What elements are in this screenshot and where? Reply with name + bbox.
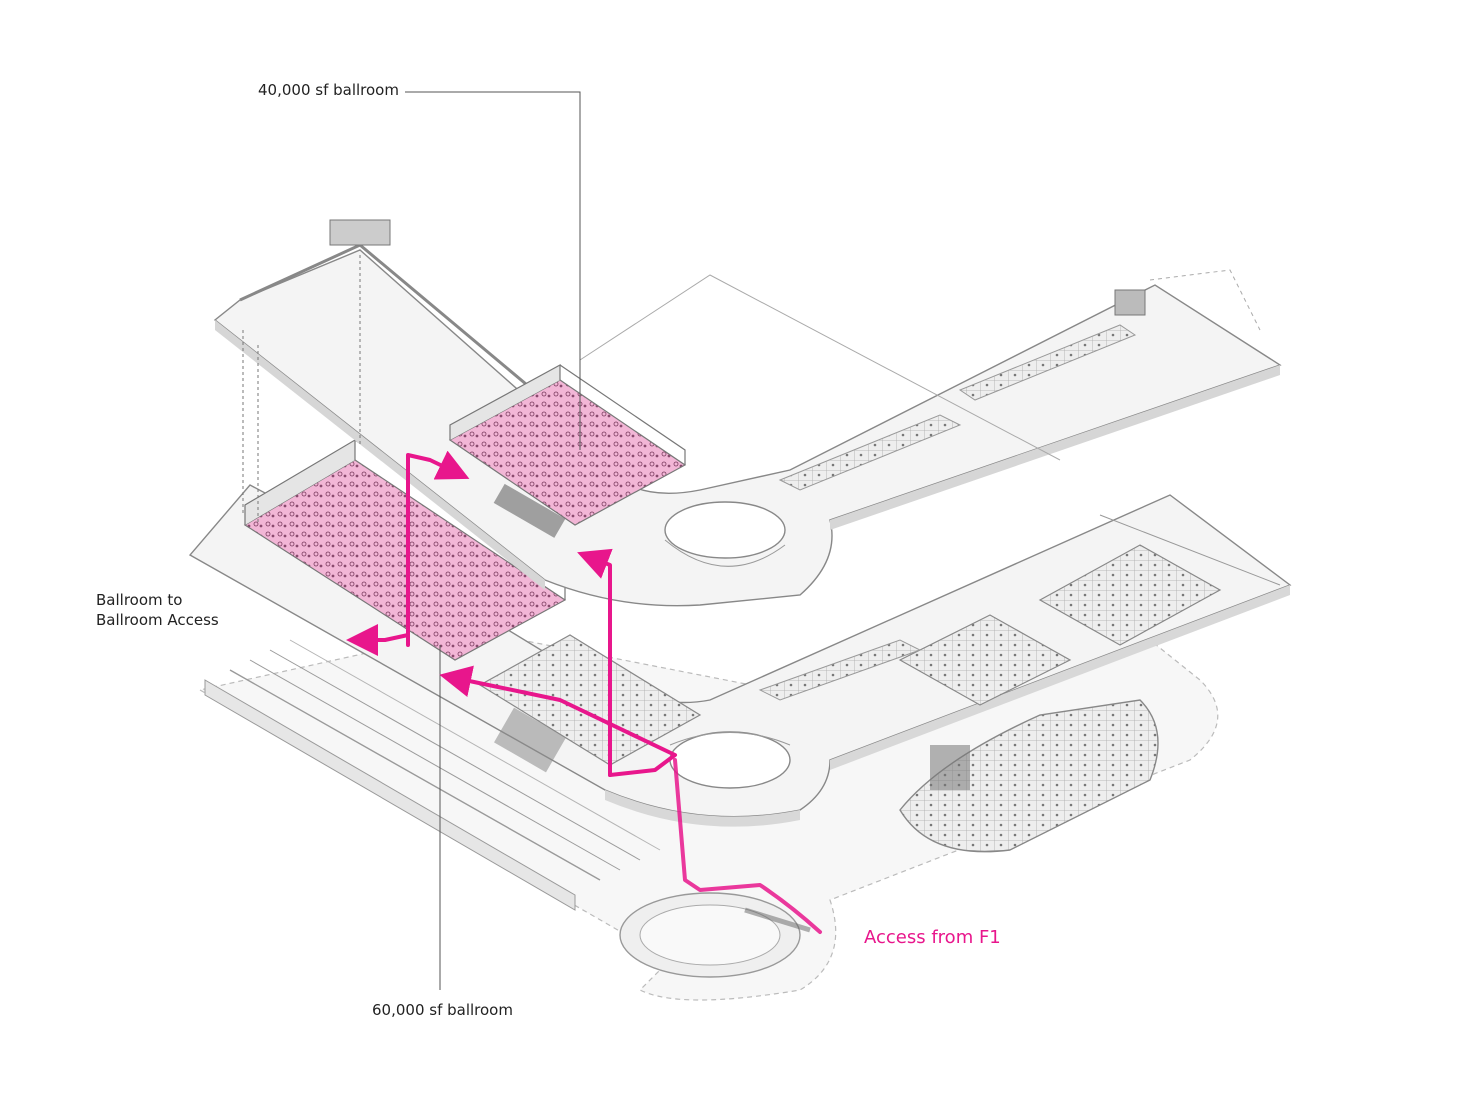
leader-lines bbox=[405, 91, 581, 990]
level-upper bbox=[213, 219, 1282, 607]
label-b2b-line1: Ballroom to bbox=[96, 591, 183, 609]
level-middle bbox=[188, 438, 1292, 827]
circulation-route bbox=[346, 450, 822, 934]
label-40k-ballroom: 40,000 sf ballroom bbox=[258, 81, 399, 99]
label-ballroom-to-ballroom-access: Ballroom to Ballroom Access bbox=[96, 590, 219, 630]
label-b2b-line2: Ballroom Access bbox=[96, 611, 219, 629]
alignment-guides bbox=[242, 255, 361, 525]
label-access-from-f1: Access from F1 bbox=[864, 927, 1001, 948]
label-60k-ballroom: 60,000 sf ballroom bbox=[372, 1001, 513, 1019]
